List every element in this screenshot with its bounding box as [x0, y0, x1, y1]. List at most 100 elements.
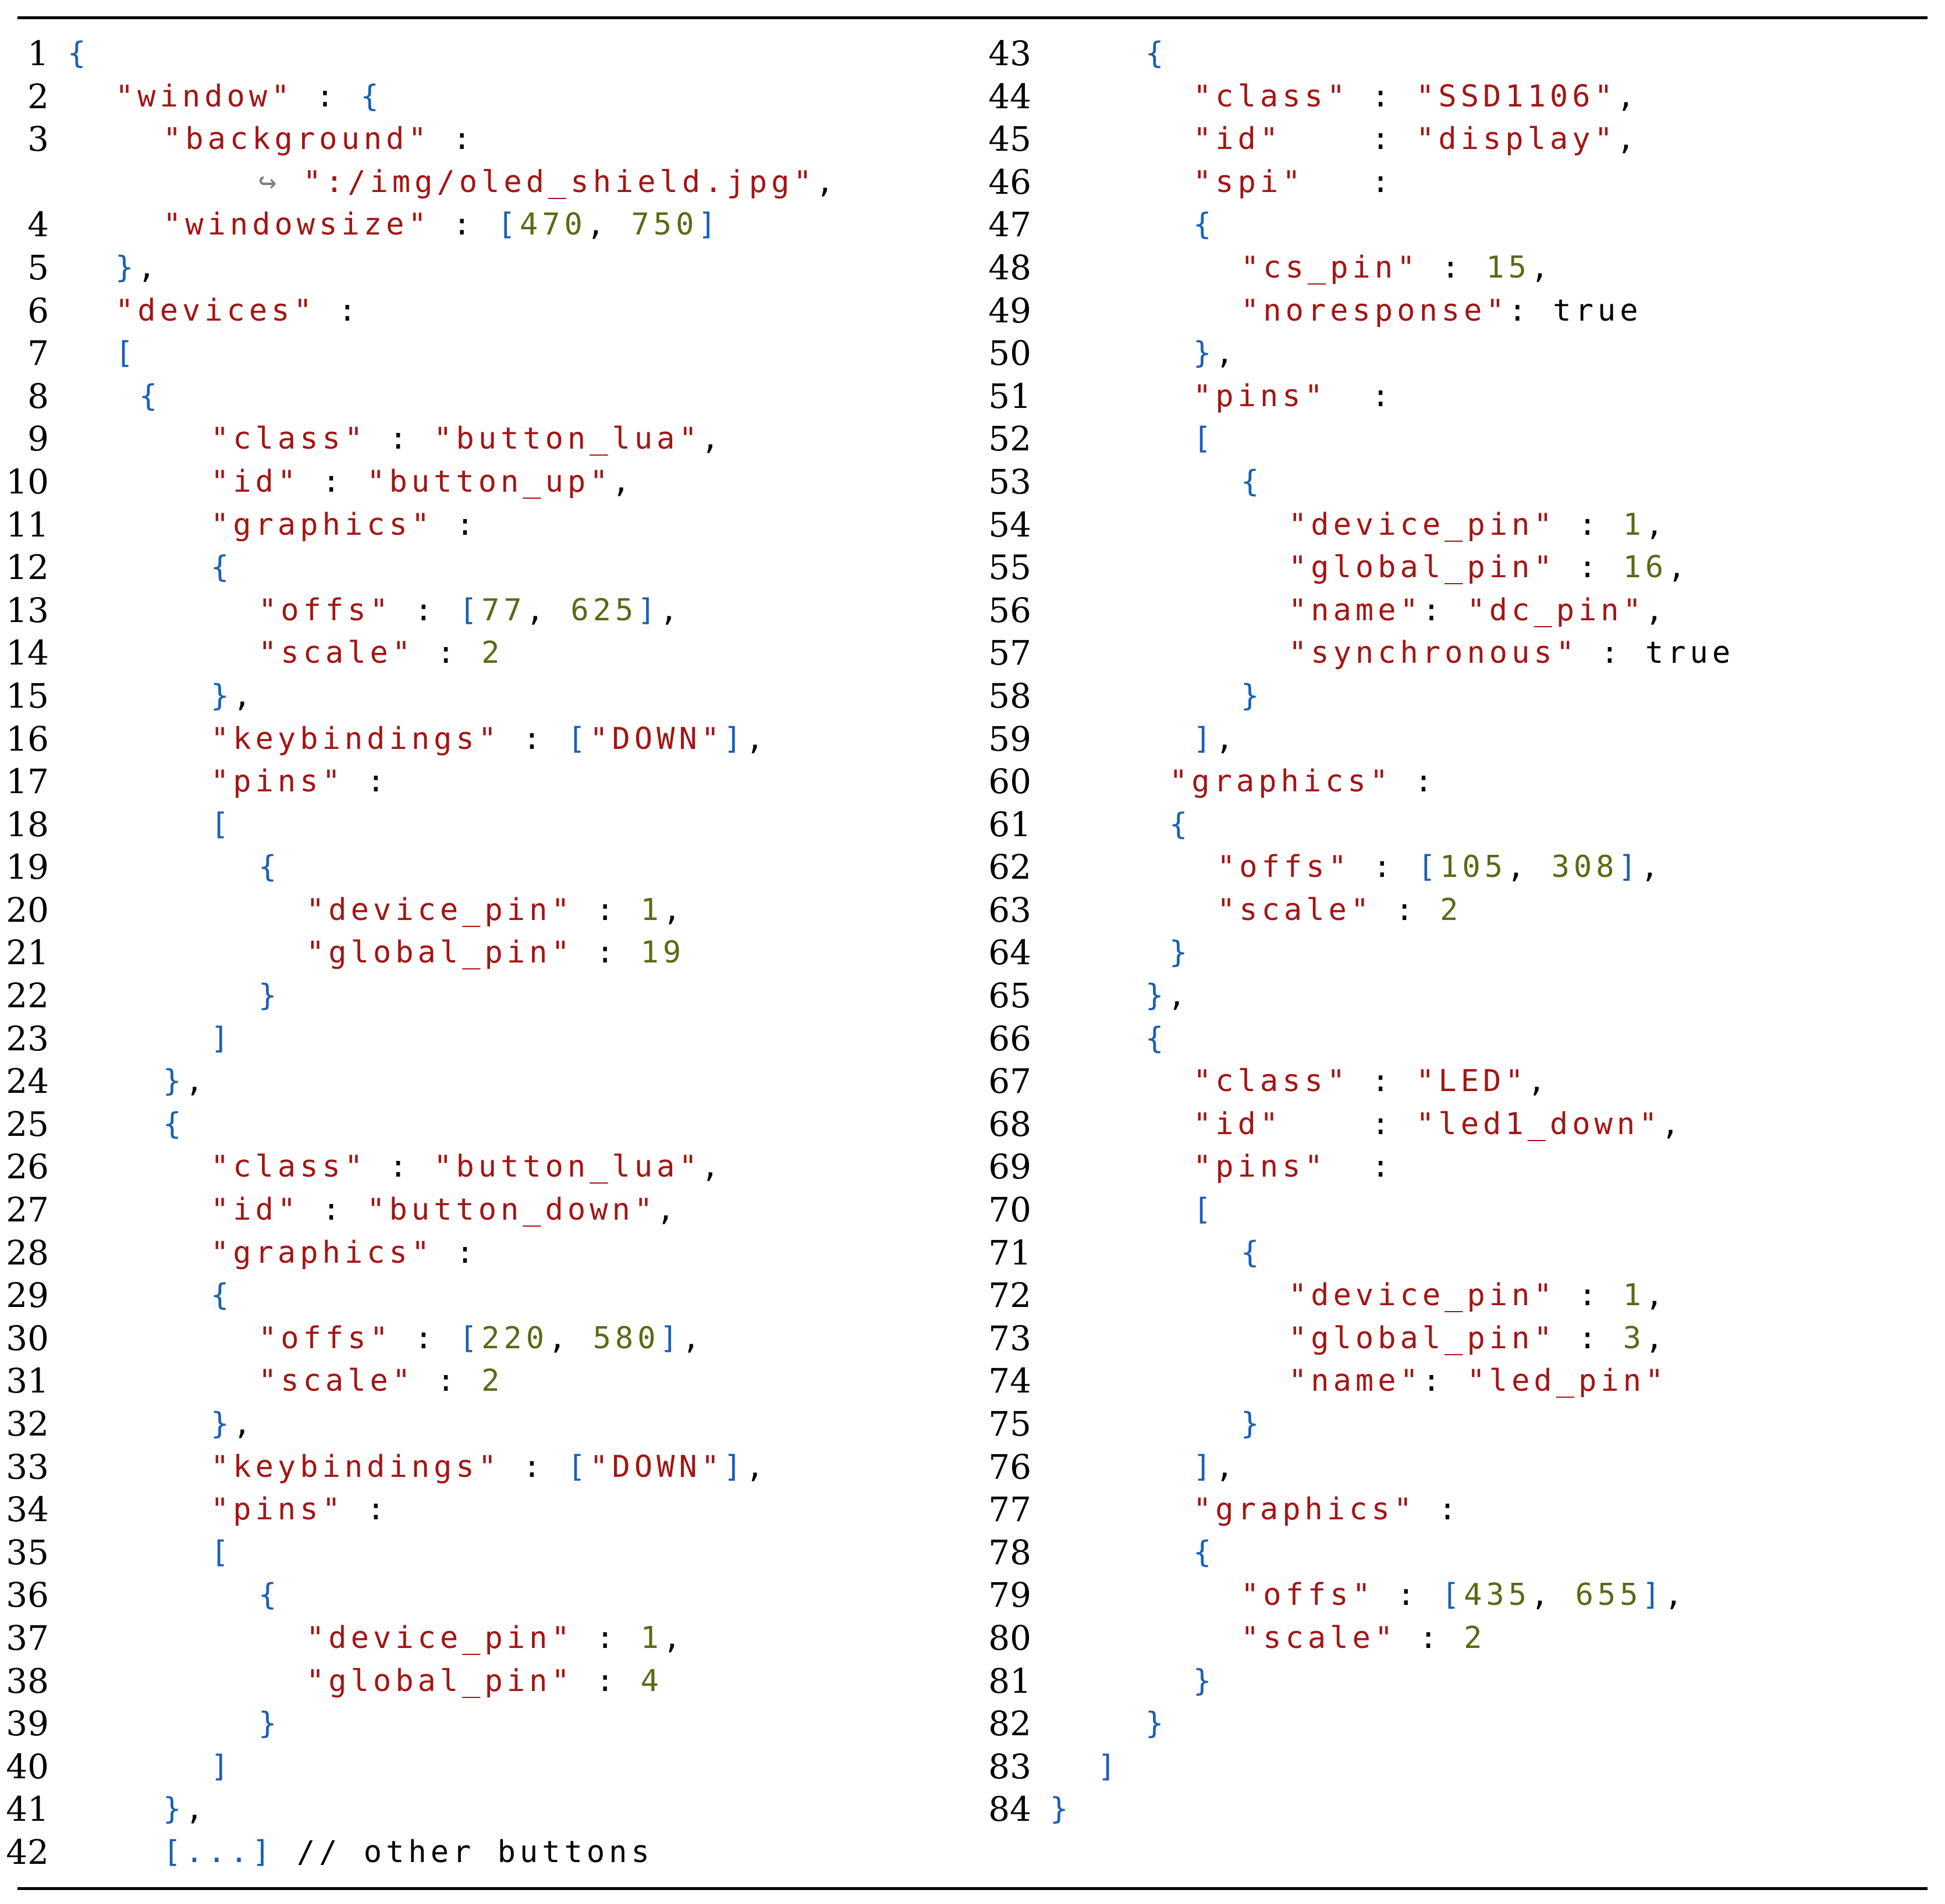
code-line: 73"global_pin" : 3, [973, 1317, 1928, 1360]
line-number: 25 [6, 1104, 49, 1144]
code-line: 31"scale" : 2 [0, 1360, 966, 1403]
line-number: 60 [988, 762, 1031, 802]
code-string: "keybindings" [211, 721, 501, 756]
line-number: 67 [988, 1061, 1031, 1102]
line-number: 83 [988, 1746, 1031, 1786]
code-string: "windowsize" [163, 207, 431, 243]
code-text: , [1661, 1106, 1684, 1142]
code-bracket: { [1169, 807, 1192, 842]
code-text: : [1349, 79, 1417, 114]
code-line: 65}, [973, 975, 1928, 1018]
line-number: 29 [6, 1276, 49, 1316]
line-number: 1 [27, 34, 49, 73]
code-text: : [392, 592, 459, 628]
code-text: : [573, 935, 641, 971]
line-number: 75 [988, 1404, 1031, 1444]
line-number: 70 [988, 1190, 1031, 1230]
code-number: 1 [640, 1620, 663, 1656]
code-bracket: { [1241, 464, 1263, 499]
code-bracket: } [1169, 935, 1192, 971]
code-line: 23] [0, 1018, 966, 1061]
code-string: "class" [211, 421, 367, 457]
code-bracket: } [1241, 1406, 1263, 1441]
code-bracket: ] [1193, 1449, 1216, 1484]
code-string: "global_pin" [306, 935, 574, 971]
code-line: 41}, [0, 1788, 966, 1831]
code-text: , [586, 207, 631, 243]
code-string: "background" [163, 122, 431, 157]
code-text: : [1556, 1278, 1623, 1313]
code-content: "class" : "SSD1106", [1050, 76, 1639, 119]
code-line: 76], [973, 1446, 1928, 1489]
code-text: : [1416, 1492, 1461, 1528]
line-number: 21 [6, 933, 49, 973]
code-line: 62"offs" : [105, 308], [973, 846, 1928, 889]
code-bracket: [ [115, 336, 138, 371]
code-content: "keybindings" : ["DOWN"], [68, 718, 768, 761]
line-number: 41 [6, 1789, 49, 1830]
code-content: [ [68, 804, 233, 847]
code-line: 12{ [0, 546, 966, 589]
code-string: "name" [1289, 1363, 1422, 1399]
code-number: 655 [1575, 1578, 1642, 1613]
line-number: 30 [6, 1318, 49, 1358]
code-number: 2 [481, 635, 504, 671]
line-number: 7 [27, 333, 49, 374]
code-line: 5}, [0, 247, 966, 290]
line-number: 35 [6, 1532, 49, 1572]
code-text: : [1392, 764, 1437, 800]
code-number: 470 [519, 207, 587, 243]
code-string: "global_pin" [306, 1663, 574, 1699]
code-bracket: } [163, 1792, 186, 1827]
code-content: }, [68, 1788, 208, 1831]
code-text: , [1507, 850, 1552, 885]
line-number: 54 [988, 505, 1031, 545]
code-line: 17"pins" : [0, 761, 966, 804]
code-text: , [1645, 592, 1668, 628]
code-text: , [1531, 1578, 1575, 1613]
code-content: "keybindings" : ["DOWN"], [68, 1446, 768, 1489]
line-number: 20 [6, 890, 49, 930]
code-line: 11"graphics" : [0, 504, 966, 547]
code-text: : true [1578, 635, 1735, 671]
code-content: "synchronous" : true [1050, 632, 1734, 675]
line-number: 40 [6, 1746, 49, 1786]
code-column-right: 43{44"class" : "SSD1106",45"id" : "displ… [973, 33, 1928, 1831]
code-text: , [1167, 978, 1190, 1014]
line-number: 52 [988, 419, 1031, 459]
code-string: "pins" [1193, 1149, 1327, 1185]
code-string: "id" [211, 1192, 300, 1228]
code-text: : [392, 1320, 459, 1356]
code-bracket: { [139, 378, 162, 414]
code-line: 61 { [973, 804, 1928, 847]
code-bracket: { [1241, 1235, 1263, 1270]
code-text: : [315, 293, 361, 328]
code-text: , [662, 1620, 686, 1656]
code-bracket: ] [659, 1320, 682, 1356]
code-line: 51"pins" : [973, 375, 1928, 418]
line-number: 78 [988, 1532, 1031, 1572]
continuation-arrow: ↪ [258, 164, 303, 200]
code-column-left: 1{2"window" : {3"background" :↪ ":/img/o… [0, 33, 966, 1874]
line-number: 61 [988, 804, 1031, 844]
code-content: { [1050, 1532, 1215, 1575]
code-text: : [1556, 507, 1623, 542]
code-line: 70[ [973, 1189, 1928, 1232]
line-number: 28 [6, 1232, 49, 1273]
line-number: 4 [27, 205, 49, 245]
code-text: : [367, 421, 434, 457]
code-line: 42[...] // other buttons [0, 1831, 966, 1874]
code-content: "offs" : [77, 625], [68, 589, 682, 633]
code-bracket: { [1145, 1021, 1168, 1056]
code-line: 46"spi" : [973, 161, 1928, 204]
code-string: "cs_pin" [1241, 250, 1419, 285]
code-bracket: ] [637, 592, 660, 628]
code-text: , [1664, 1578, 1687, 1613]
code-string: "device_pin" [1289, 1278, 1556, 1313]
code-content: { [1050, 804, 1191, 847]
line-number: 45 [988, 119, 1031, 159]
code-text: , [526, 592, 571, 628]
code-line: 21"global_pin" : 19 [0, 932, 966, 975]
code-content: "graphics" : [68, 1232, 478, 1275]
code-text: , [746, 1449, 768, 1484]
